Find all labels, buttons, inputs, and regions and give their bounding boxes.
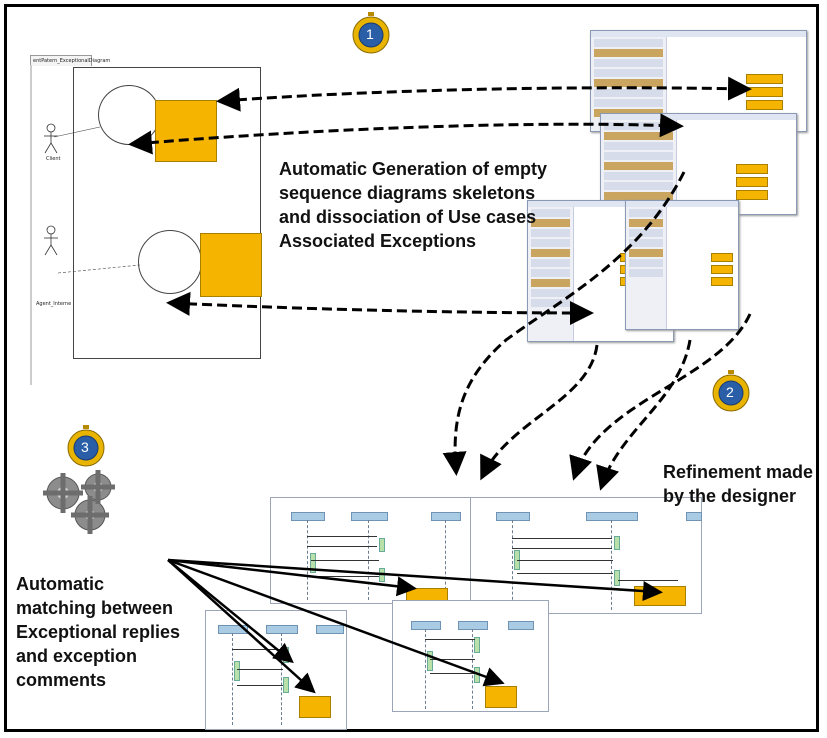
gears-icon bbox=[43, 470, 115, 534]
step-number-2: 2 bbox=[726, 384, 734, 400]
exception-note bbox=[485, 686, 517, 708]
sequence-diagram bbox=[270, 497, 482, 604]
stopwatch-icon bbox=[712, 370, 750, 412]
dashed-arrow bbox=[128, 113, 684, 155]
solid-arrow bbox=[167, 559, 316, 694]
step-number-3: 3 bbox=[81, 439, 89, 455]
actor-label-top: Client bbox=[46, 156, 61, 162]
actor-icon bbox=[44, 225, 58, 256]
dashed-arrow bbox=[480, 344, 599, 481]
stopwatch-icon bbox=[352, 12, 390, 54]
actor-icon bbox=[44, 123, 58, 154]
sequence-diagram bbox=[392, 600, 549, 712]
solid-arrow bbox=[167, 558, 505, 687]
sequence-diagram bbox=[470, 497, 702, 614]
solid-arrow bbox=[167, 558, 417, 597]
dashed-arrow bbox=[569, 313, 752, 481]
exception-note bbox=[200, 233, 262, 297]
solid-arrow bbox=[167, 559, 294, 664]
usecase-associations bbox=[53, 126, 141, 274]
step-number-1: 1 bbox=[366, 26, 374, 42]
dashed-arrow bbox=[166, 291, 594, 325]
exception-note bbox=[299, 696, 331, 718]
sequence-diagram bbox=[205, 610, 347, 730]
dashed-arrow bbox=[216, 76, 752, 112]
dashed-arrow bbox=[596, 339, 692, 491]
matching-caption: Automatic matching between Exceptional r… bbox=[16, 574, 181, 690]
editor-window bbox=[625, 200, 739, 330]
refinement-caption: Refinement made by the designer bbox=[663, 462, 814, 506]
stopwatch-icon bbox=[67, 425, 105, 467]
generation-caption: Automatic Generation of empty sequence d… bbox=[279, 159, 548, 251]
solid-arrow bbox=[167, 558, 663, 602]
actor-label-bottom: Agent_Interne bbox=[36, 301, 72, 307]
dashed-arrow bbox=[442, 171, 686, 476]
usecase-tab: entPatern_ExceptionalDiagram bbox=[30, 55, 110, 66]
